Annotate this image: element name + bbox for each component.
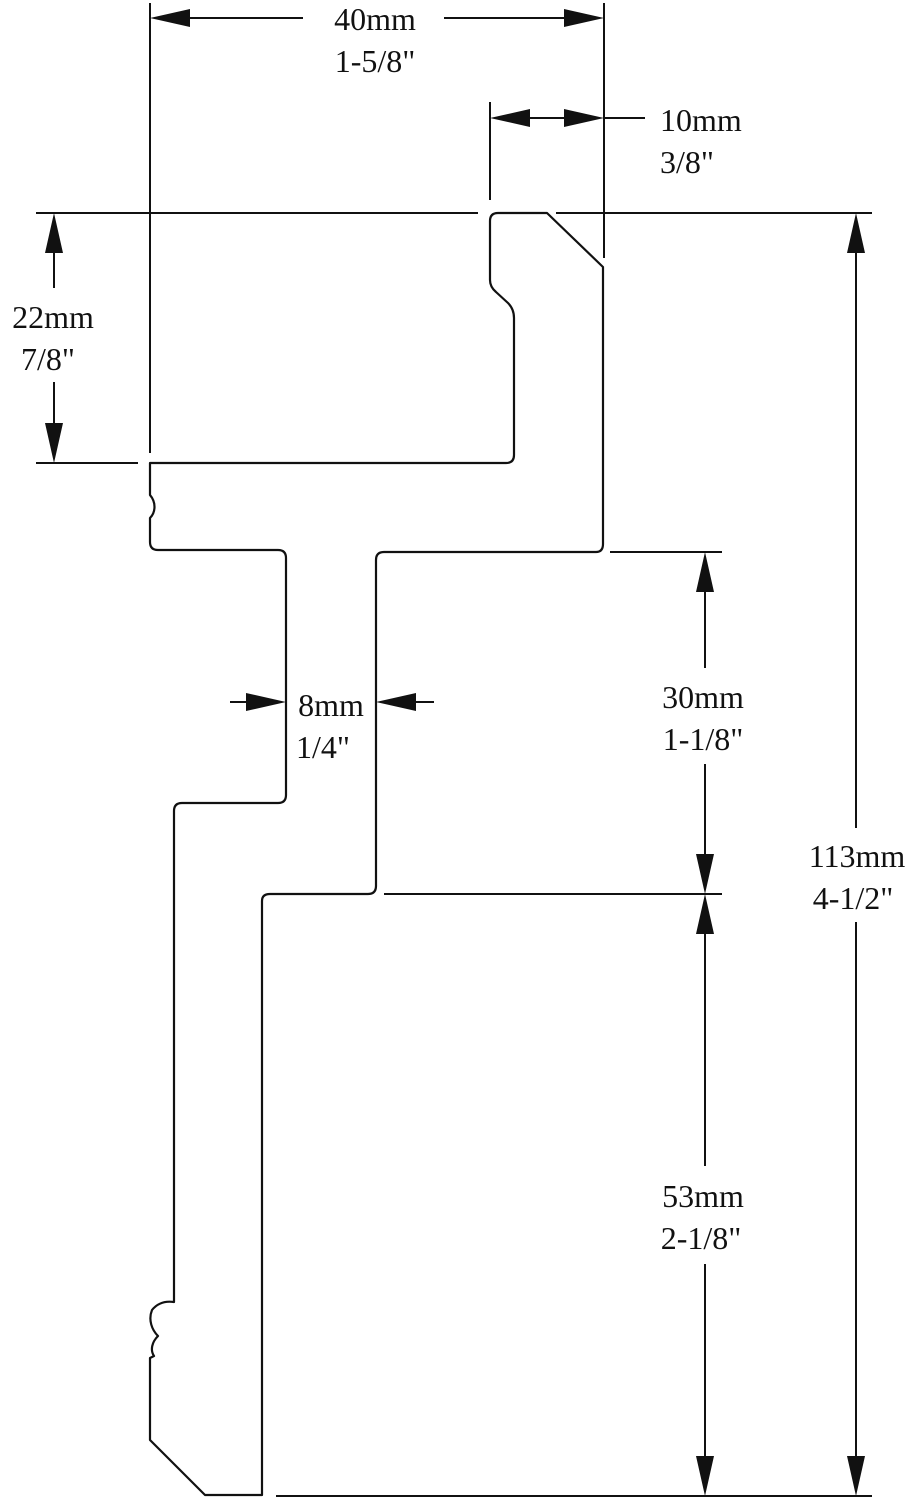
dimension-top-depth: 22mm 7/8" — [12, 213, 94, 463]
dim-label-113mm-imperial: 4-1/2" — [813, 880, 894, 916]
dim-label-40mm-metric: 40mm — [334, 1, 416, 37]
dimension-lip-width: 10mm 3/8" — [490, 102, 742, 180]
moulding-profile — [148, 211, 605, 1497]
dimension-overall-width: 40mm 1-5/8" — [150, 1, 604, 79]
dim-label-8mm-metric: 8mm — [298, 687, 364, 723]
arrowhead-10mm-right — [564, 109, 604, 127]
extension-lines — [36, 3, 872, 1497]
arrowhead-113mm-down — [847, 1456, 865, 1496]
arrowhead-40mm-right — [564, 9, 604, 27]
arrowhead-53mm-down — [696, 1456, 714, 1496]
dim-label-22mm-metric: 22mm — [12, 299, 94, 335]
dim-label-40mm-imperial: 1-5/8" — [335, 43, 416, 79]
dim-label-53mm-imperial: 2-1/8" — [661, 1220, 742, 1256]
dimension-lower-height: 53mm 2-1/8" — [661, 894, 744, 1496]
profile-outline — [148, 211, 605, 1497]
dim-label-22mm-imperial: 7/8" — [21, 341, 75, 377]
dim-label-30mm-metric: 30mm — [662, 679, 744, 715]
arrowhead-8mm-right — [376, 693, 416, 711]
arrowhead-30mm-up — [696, 552, 714, 592]
arrowhead-22mm-down — [45, 423, 63, 463]
arrowhead-22mm-up — [45, 213, 63, 253]
dim-label-53mm-metric: 53mm — [662, 1178, 744, 1214]
dim-label-10mm-metric: 10mm — [660, 102, 742, 138]
dim-label-8mm-imperial: 1/4" — [296, 729, 350, 765]
arrowhead-113mm-up — [847, 213, 865, 253]
arrowhead-40mm-left — [150, 9, 190, 27]
arrowhead-10mm-left — [490, 109, 530, 127]
arrowhead-30mm-down — [696, 854, 714, 894]
dimension-tongue-thickness: 8mm 1/4" — [230, 687, 434, 765]
dimension-middle-height: 30mm 1-1/8" — [662, 552, 744, 894]
dimension-overall-height: 113mm 4-1/2" — [809, 213, 906, 1496]
arrowhead-8mm-left — [246, 693, 286, 711]
dim-label-113mm-metric: 113mm — [809, 838, 906, 874]
dim-label-30mm-imperial: 1-1/8" — [663, 721, 744, 757]
dim-label-10mm-imperial: 3/8" — [660, 144, 714, 180]
arrowhead-53mm-up — [696, 894, 714, 934]
